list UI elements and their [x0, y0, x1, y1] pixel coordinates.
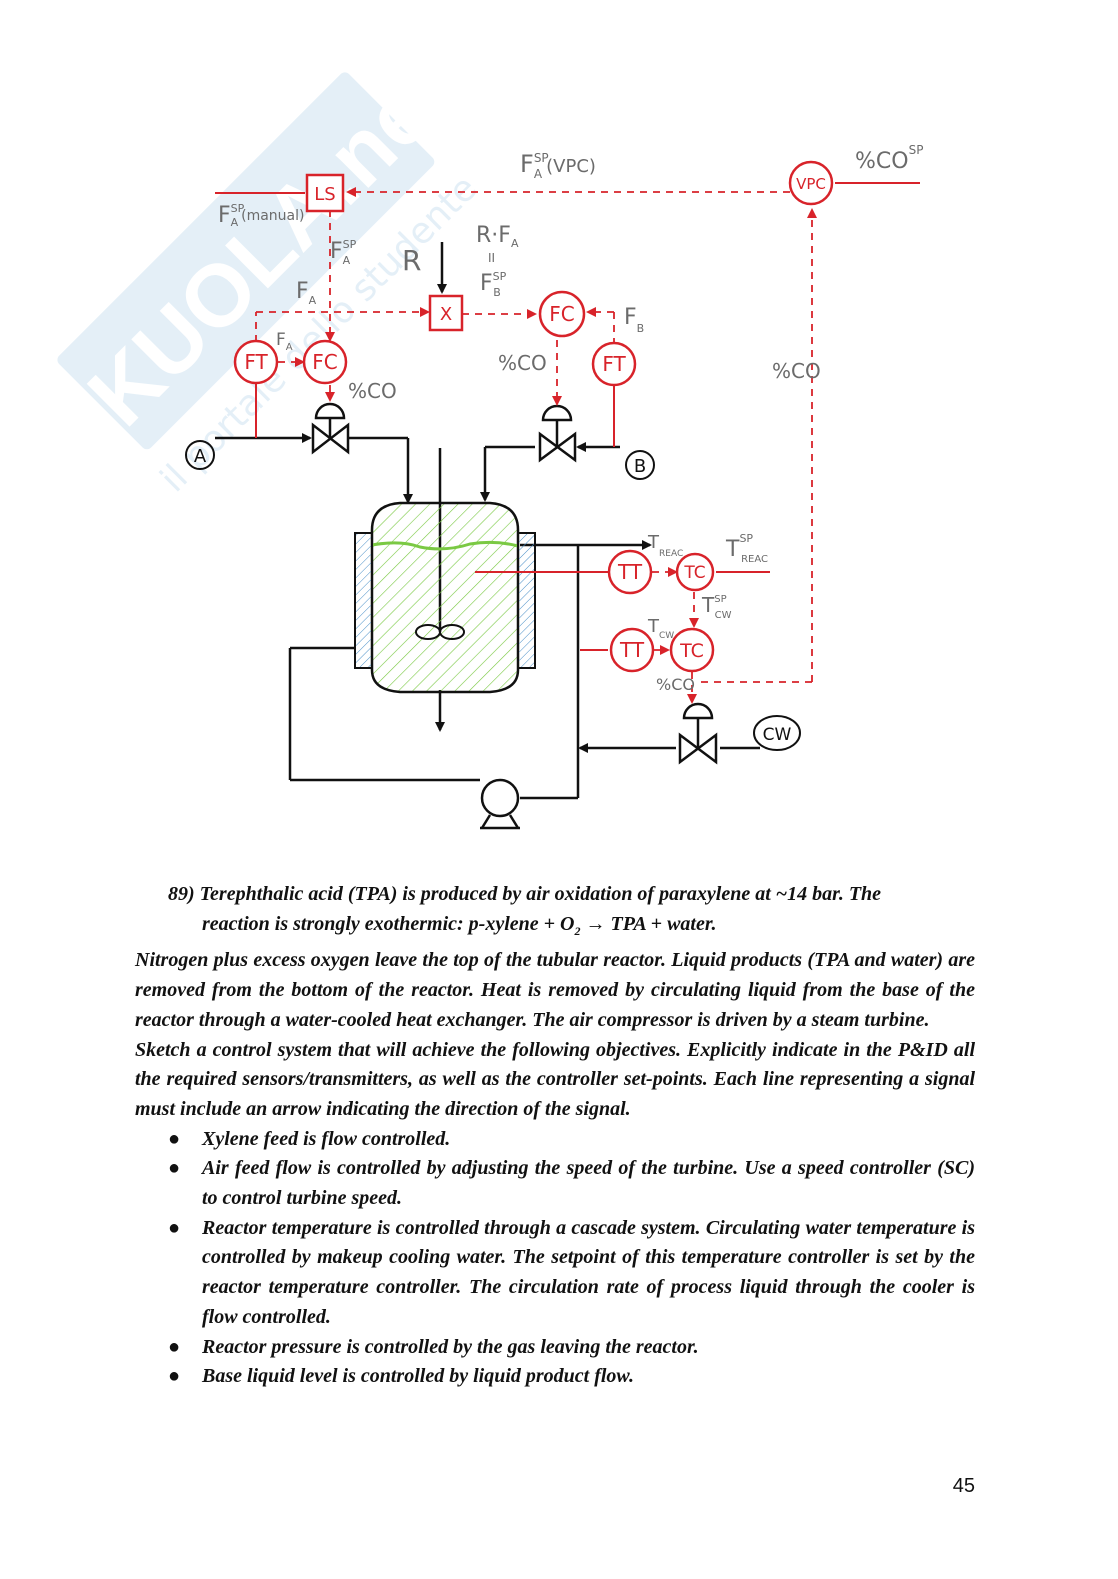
svg-text:TC: TC — [683, 563, 705, 583]
svg-text:TT: TT — [617, 560, 643, 584]
fc-a-controller: FC — [302, 339, 348, 385]
list-item-text: Air feed flow is controlled by adjusting… — [202, 1157, 975, 1210]
question-number: 89) — [168, 883, 195, 905]
stream-a: A — [185, 440, 215, 470]
svg-text:LS: LS — [314, 184, 335, 205]
instructions-paragraph: Sketch a control system that will achiev… — [135, 1038, 975, 1120]
ratio-block: X — [428, 294, 464, 332]
label-r-fa: R·FA — [476, 223, 519, 250]
label-fa: FA — [296, 279, 317, 307]
list-item: ● Air feed flow is controlled by adjustin… — [135, 1154, 975, 1213]
tt-reactor-transmitter: TT — [607, 549, 653, 595]
objectives-list: ● Xylene feed is flow controlled. ● Air fe… — [135, 1125, 975, 1392]
list-item-text: Reactor pressure is controlled by the ga… — [202, 1335, 699, 1358]
question-line-2-pre: reaction is strongly exothermic: p-xylen… — [202, 912, 575, 935]
skuola-watermark: SKUOLA.net il portale dello studente — [27, 42, 485, 500]
tc-cw-controller: TC — [669, 627, 715, 673]
description-paragraph: Nitrogen plus excess oxygen leave the to… — [135, 949, 975, 1031]
bullet-icon: ● — [168, 1216, 181, 1239]
svg-text:A: A — [194, 446, 207, 467]
ls-selector: LS — [305, 173, 345, 213]
question-line-2-post: → TPA + water. — [580, 912, 717, 935]
circulation-pump — [480, 778, 520, 830]
signal-lines — [255, 187, 817, 704]
list-item: ● Xylene feed is flow controlled. — [135, 1125, 975, 1155]
list-item: ● Reactor pressure is controlled by the g… — [135, 1333, 975, 1363]
bullet-icon: ● — [168, 1157, 181, 1180]
label-t-cw: TCW — [647, 616, 674, 641]
sensing-lines — [215, 182, 920, 651]
cooling-water-source: CW — [753, 715, 801, 751]
label-co-fca: %CO — [348, 379, 397, 403]
valve-a — [311, 402, 350, 455]
tt-cw-transmitter: TT — [609, 627, 655, 673]
svg-text:TC: TC — [679, 640, 704, 662]
bullet-icon: ● — [168, 1365, 181, 1388]
bullet-icon: ● — [168, 1335, 181, 1358]
svg-text:TT: TT — [619, 638, 645, 662]
list-item-text: Xylene feed is flow controlled. — [202, 1127, 451, 1150]
valve-b — [538, 404, 577, 463]
list-item: ● Reactor temperature is controlled throu… — [135, 1214, 975, 1333]
question-line-2-sub: 2 — [574, 923, 581, 938]
vpc-controller: VPC — [788, 160, 834, 206]
svg-text:FC: FC — [549, 302, 574, 326]
bullet-icon: ● — [168, 1127, 181, 1150]
label-t-reac: TREAC — [647, 532, 683, 559]
ft-b-transmitter: FT — [591, 341, 637, 387]
label-co-vpc: %CO — [772, 359, 821, 383]
question-line-2: reaction is strongly exothermic: p-xylen… — [135, 910, 975, 947]
question-line-1-text: Terephthalic acid (TPA) is produced by a… — [199, 883, 882, 905]
svg-text:CW: CW — [763, 725, 792, 745]
tc-reactor-controller: TC — [675, 552, 715, 592]
valve-cw — [678, 702, 718, 765]
question-line-1: 89) Terephthalic acid (TPA) is produced … — [135, 880, 975, 910]
svg-text:B: B — [634, 456, 646, 477]
svg-text:FC: FC — [312, 350, 337, 374]
list-item-text: Reactor temperature is controlled throug… — [202, 1216, 975, 1328]
ft-a-transmitter: FT — [233, 339, 279, 385]
reactor-vessel — [354, 501, 536, 694]
label-co-fcb: %CO — [498, 351, 547, 375]
label-fa-small: FA — [276, 330, 293, 353]
list-item: ● Base liquid level is controlled by liqu… — [135, 1362, 975, 1392]
label-equals: II — [488, 251, 495, 265]
svg-text:VPC: VPC — [796, 175, 826, 193]
svg-text:X: X — [440, 304, 452, 325]
label-co-sp: %COSP — [855, 143, 923, 174]
label-r: R — [402, 244, 421, 277]
svg-text:FT: FT — [244, 350, 268, 374]
exercise-text: 89) Terephthalic acid (TPA) is produced … — [135, 880, 975, 1392]
list-item-text: Base liquid level is controlled by liqui… — [202, 1365, 635, 1388]
svg-text:FT: FT — [602, 352, 626, 376]
page-number: 45 — [952, 1475, 975, 1497]
label-co-tc: %CO — [656, 675, 695, 694]
pid-diagram: A B CW LS — [185, 143, 923, 830]
label-fb: FB — [624, 305, 644, 335]
fc-b-controller: FC — [538, 290, 586, 338]
stream-b: B — [625, 450, 655, 480]
